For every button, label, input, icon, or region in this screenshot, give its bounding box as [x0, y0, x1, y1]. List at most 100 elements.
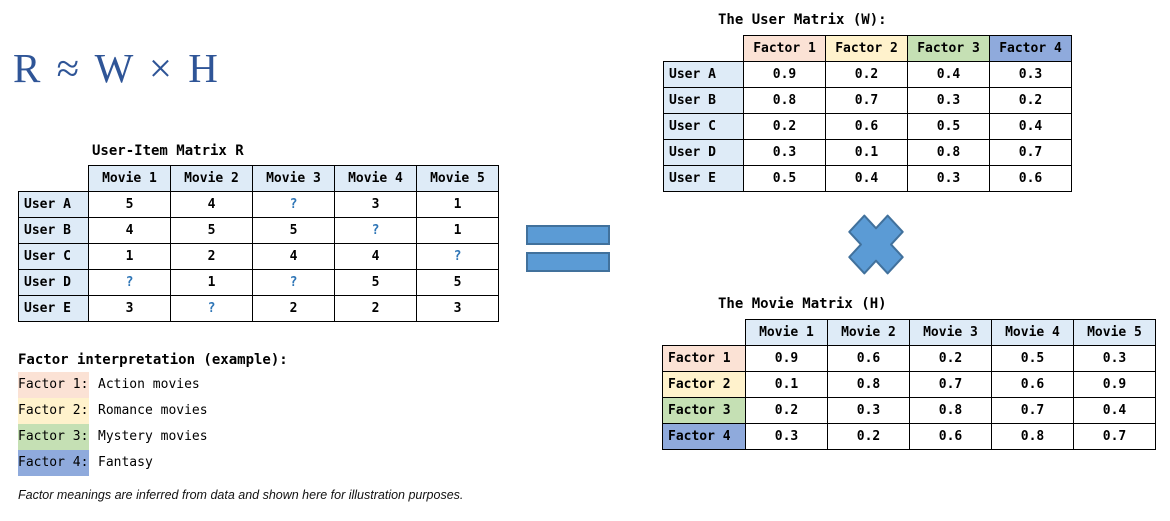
equals-bar-bottom	[526, 252, 610, 272]
value-cell: 0.2	[743, 113, 826, 140]
missing-rating-cell: ?	[416, 243, 499, 270]
value-cell: 2	[334, 295, 417, 322]
row-header: User E	[663, 165, 744, 192]
value-cell: 0.5	[991, 345, 1074, 372]
legend-factor-label: Factor 2:	[18, 398, 89, 424]
row-header: User D	[18, 269, 89, 296]
value-cell: 0.1	[745, 371, 828, 398]
value-cell: 4	[252, 243, 335, 270]
value-cell: 0.7	[825, 87, 908, 114]
value-cell: 0.3	[1073, 345, 1156, 372]
col-header: Movie 2	[827, 319, 910, 346]
value-cell: 0.8	[909, 397, 992, 424]
value-cell: 1	[170, 269, 253, 296]
row-header: Factor 2	[662, 371, 746, 398]
col-header: Movie 2	[170, 165, 253, 192]
col-header: Movie 4	[334, 165, 417, 192]
value-cell: 1	[416, 217, 499, 244]
row-header: Factor 1	[662, 345, 746, 372]
legend-factor-label: Factor 1:	[18, 372, 89, 398]
value-cell: 0.3	[907, 165, 990, 192]
row-header: User B	[663, 87, 744, 114]
value-cell: 2	[170, 243, 253, 270]
row-header: User E	[18, 295, 89, 322]
col-header: Movie 4	[991, 319, 1074, 346]
legend-factor-description: Mystery movies	[98, 429, 208, 444]
value-cell: 0.2	[827, 423, 910, 450]
value-cell: 0.4	[989, 113, 1072, 140]
value-cell: 0.9	[745, 345, 828, 372]
col-header: Movie 3	[909, 319, 992, 346]
col-header: Movie 5	[416, 165, 499, 192]
value-cell: 0.3	[989, 61, 1072, 88]
value-cell: 0.6	[827, 345, 910, 372]
equals-bar-top	[526, 225, 610, 245]
value-cell: 0.3	[827, 397, 910, 424]
missing-rating-cell: ?	[252, 269, 335, 296]
corner-cell	[19, 166, 89, 192]
value-cell: 4	[88, 217, 171, 244]
row-header: User C	[18, 243, 89, 270]
value-cell: 2	[252, 295, 335, 322]
value-cell: 5	[88, 191, 171, 218]
col-header: Factor 3	[907, 35, 990, 62]
value-cell: 0.8	[991, 423, 1074, 450]
value-cell: 0.6	[989, 165, 1072, 192]
footnote: Factor meanings are inferred from data a…	[18, 488, 464, 502]
value-cell: 1	[88, 243, 171, 270]
value-cell: 0.6	[909, 423, 992, 450]
value-cell: 0.8	[907, 139, 990, 166]
missing-rating-cell: ?	[252, 191, 335, 218]
value-cell: 0.2	[989, 87, 1072, 114]
equals-icon	[526, 225, 610, 279]
row-header: User A	[663, 61, 744, 88]
legend-factor-description: Romance movies	[98, 403, 208, 418]
missing-rating-cell: ?	[334, 217, 417, 244]
value-cell: 0.7	[1073, 423, 1156, 450]
matrix-w-title: The User Matrix (W):	[718, 12, 887, 28]
value-cell: 0.1	[825, 139, 908, 166]
missing-rating-cell: ?	[170, 295, 253, 322]
value-cell: 0.4	[1073, 397, 1156, 424]
value-cell: 0.4	[825, 165, 908, 192]
value-cell: 5	[170, 217, 253, 244]
matrix-h-title: The Movie Matrix (H)	[718, 296, 887, 312]
col-header: Movie 1	[745, 319, 828, 346]
multiply-icon	[848, 214, 904, 275]
legend-factor-label: Factor 4:	[18, 450, 89, 476]
value-cell: 0.3	[745, 423, 828, 450]
row-header: Factor 3	[662, 397, 746, 424]
legend-item: Factor 3: Mystery movies	[18, 424, 208, 450]
value-cell: 3	[334, 191, 417, 218]
value-cell: 0.7	[991, 397, 1074, 424]
col-header: Factor 4	[989, 35, 1072, 62]
value-cell: 0.3	[743, 139, 826, 166]
value-cell: 0.9	[1073, 371, 1156, 398]
col-header: Factor 2	[825, 35, 908, 62]
legend-factor-label: Factor 3:	[18, 424, 89, 450]
matrix-r-title: User-Item Matrix R	[92, 143, 244, 159]
legend-factor-description: Fantasy	[98, 455, 153, 470]
value-cell: 0.6	[991, 371, 1074, 398]
value-cell: 0.7	[989, 139, 1072, 166]
value-cell: 3	[416, 295, 499, 322]
value-cell: 0.5	[907, 113, 990, 140]
row-header: User D	[663, 139, 744, 166]
value-cell: 0.7	[909, 371, 992, 398]
value-cell: 0.2	[909, 345, 992, 372]
